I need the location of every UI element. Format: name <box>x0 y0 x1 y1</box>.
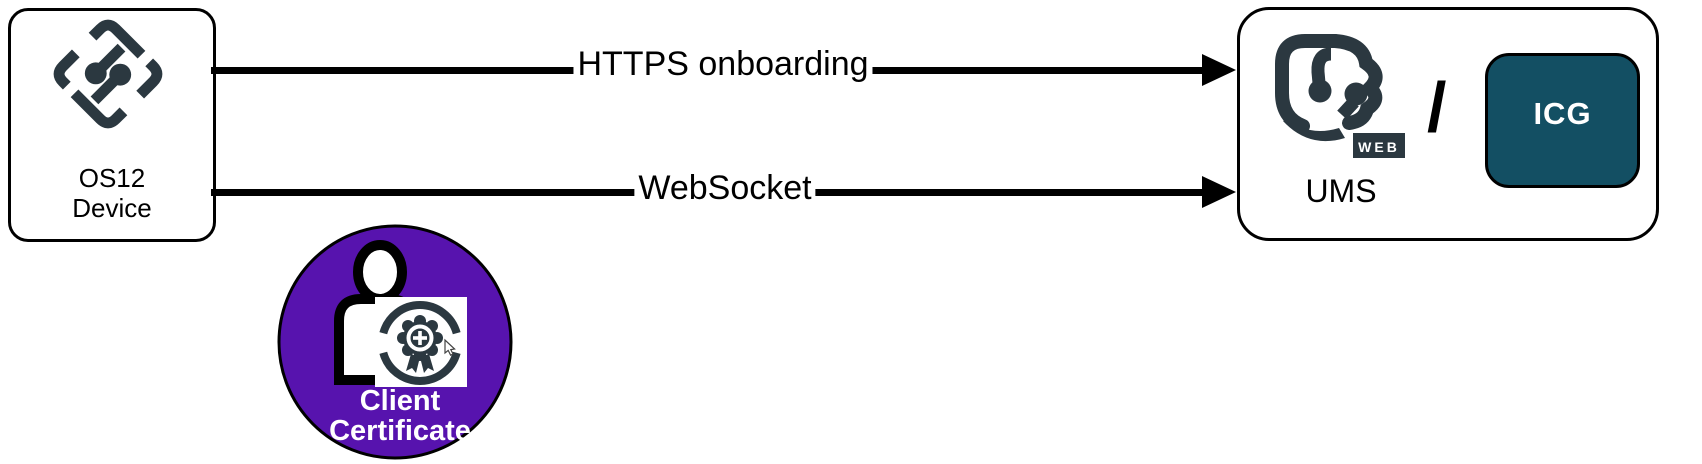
web-badge: WEB <box>1353 133 1405 158</box>
cursor-icon <box>444 338 456 357</box>
device-label-line2: Device <box>72 193 152 223</box>
ums-label: UMS <box>1305 173 1377 209</box>
icg-label: ICG <box>1533 95 1592 131</box>
igel-os-logo-icon <box>53 19 163 129</box>
slash-separator: / <box>1427 68 1447 146</box>
igel-ums-web-logo-icon: WEB <box>1275 34 1405 158</box>
device-label-line1: OS12 <box>78 163 146 193</box>
client-certificate-node <box>277 224 513 460</box>
arrow-https-label: HTTPS onboarding <box>573 44 873 84</box>
certificate-seal-icon <box>379 301 461 385</box>
arrow-websocket-head <box>1202 176 1236 208</box>
arrow-https-head <box>1202 54 1236 86</box>
client-certificate-label-line2: Certificate <box>329 415 471 447</box>
client-certificate-label-line1: Client <box>359 385 441 417</box>
device-node: OS12 Device <box>8 8 216 242</box>
arrow-websocket-label: WebSocket <box>634 168 816 208</box>
client-certificate-label: Client Certificate <box>329 386 471 446</box>
device-label: OS12 Device <box>72 163 151 223</box>
ums-node: WEB / ICG UMS <box>1237 7 1659 241</box>
icg-node: ICG <box>1485 53 1640 188</box>
web-badge-label: WEB <box>1358 139 1400 155</box>
